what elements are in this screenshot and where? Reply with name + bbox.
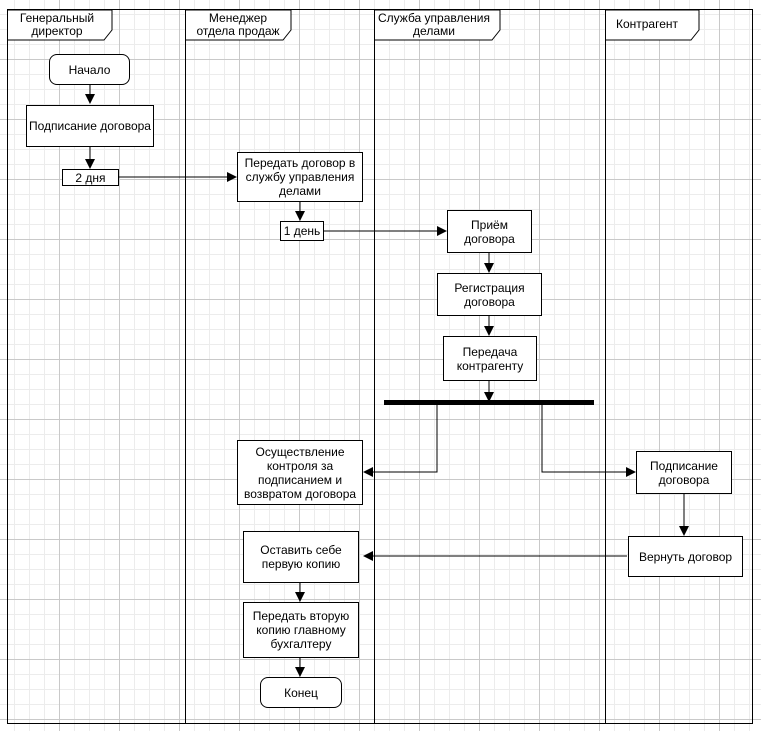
register-contract: Регистрация договора [437, 273, 542, 316]
end-node: Конец [260, 677, 342, 708]
lane-header-tab [375, 9, 501, 41]
lane-title-director: Генеральный директор [19, 11, 95, 38]
arrow-bar-to-monitor [363, 405, 438, 477]
pass-second-copy: Передать вторую копию главному бухгалтер… [243, 602, 359, 658]
transfer-to-counterparty: Передача контрагенту [443, 336, 537, 381]
sign-contract-counterparty: Подписание договора [636, 451, 732, 494]
duration-1-day: 1 день [280, 221, 324, 241]
sign-contract-director: Подписание договора [26, 105, 154, 147]
lane-header-tab [186, 9, 292, 41]
fork-bar [384, 400, 594, 405]
lane-header-tab [606, 9, 700, 41]
monitor-signing-return: Осуществление контроля за подписанием и … [237, 440, 363, 505]
duration-2-days: 2 дня [62, 169, 119, 186]
pass-to-office: Передать договор в службу управления дел… [237, 152, 363, 202]
lane-title-office-service: Служба управления делами [377, 11, 491, 38]
lane-title-sales-manager: Менеджер отдела продаж [196, 11, 280, 38]
arrow-bar-to-counter-sign [541, 405, 636, 477]
return-contract: Вернуть договор [628, 536, 743, 577]
lane-header-tab [8, 9, 113, 41]
keep-first-copy: Оставить себе первую копию [243, 531, 359, 583]
lane-title-counterparty: Контрагент [615, 17, 679, 31]
start-node: Начало [49, 54, 130, 85]
receive-contract: Приём договора [447, 210, 532, 253]
